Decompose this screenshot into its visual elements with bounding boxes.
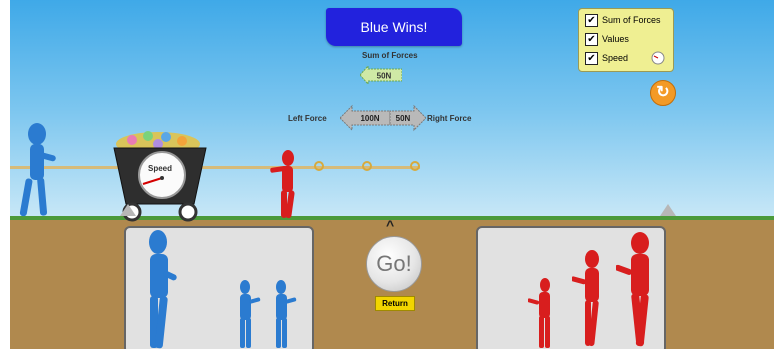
blue-puller	[19, 123, 56, 217]
rope-knot[interactable]	[362, 161, 372, 171]
grass-line	[10, 216, 774, 220]
check-icon[interactable]: ✔	[585, 13, 598, 27]
check-icon[interactable]: ✔	[585, 32, 598, 46]
rope-knot[interactable]	[410, 161, 420, 171]
rope	[10, 166, 420, 169]
blue-team-box	[124, 226, 314, 349]
sum-of-forces-option[interactable]: ✔ Sum of Forces	[585, 13, 661, 27]
reset-icon[interactable]: ↻	[650, 80, 676, 106]
blue-puller-small[interactable]	[232, 280, 262, 349]
red-puller-large[interactable]	[616, 232, 658, 349]
go-button[interactable]: Go!	[366, 236, 422, 292]
red-puller-medium[interactable]	[572, 250, 608, 349]
sum-of-forces-option-label: Sum of Forces	[602, 15, 661, 25]
left-ramp	[120, 204, 136, 216]
values-option-label: Values	[602, 34, 629, 44]
rope-knot[interactable]	[314, 161, 324, 171]
red-puller	[270, 150, 295, 219]
values-option[interactable]: ✔ Values	[585, 32, 629, 46]
blue-puller-small[interactable]	[268, 280, 298, 349]
options-panel: ✔ Sum of Forces ✔ Values ✔ Speed	[578, 8, 674, 72]
red-team-box	[476, 226, 666, 349]
check-icon[interactable]: ✔	[585, 51, 598, 65]
sum-of-forces-value: 50N	[377, 72, 392, 81]
right-force-label: Right Force	[427, 114, 472, 123]
sum-of-forces-label: Sum of Forces	[362, 51, 418, 60]
speed-option[interactable]: ✔ Speed	[585, 51, 628, 65]
force-arrows: 100N 50N	[340, 104, 426, 132]
speed-dial	[138, 151, 186, 199]
sum-of-forces-arrow: 50N	[360, 66, 402, 84]
right-ramp	[660, 204, 676, 216]
left-force-label: Left Force	[288, 114, 327, 123]
right-force-value: 50N	[396, 114, 411, 123]
speed-dial-icon	[651, 51, 665, 65]
speed-option-label: Speed	[602, 53, 629, 63]
game-scene: Blue Wins! Sum of Forces 50N Left Force …	[10, 0, 774, 349]
winner-banner: Blue Wins!	[326, 8, 462, 46]
chevron-up-icon[interactable]: ^	[386, 217, 395, 233]
red-puller-small[interactable]	[528, 278, 558, 349]
blue-puller-large[interactable]	[138, 230, 182, 349]
speed-dial-label: Speed	[148, 164, 173, 173]
left-force-value: 100N	[360, 114, 379, 123]
return-button[interactable]: Return	[375, 296, 415, 311]
